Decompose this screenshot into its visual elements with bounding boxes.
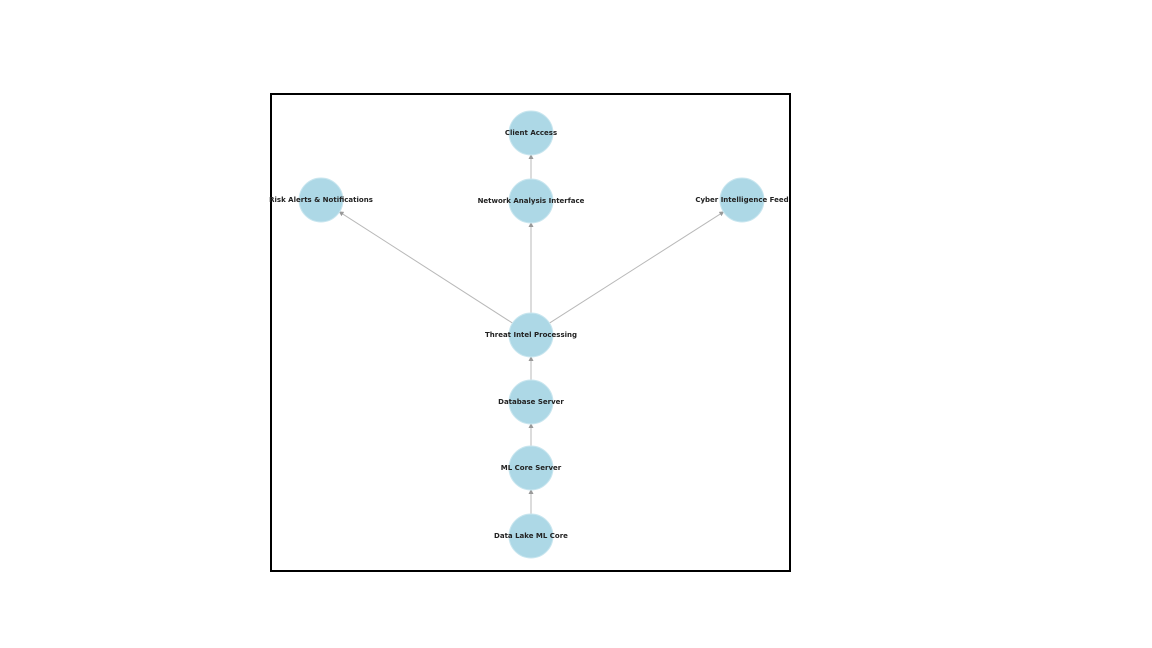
node-label: Risk Alerts & Notifications <box>269 196 373 204</box>
edges-layer <box>338 154 725 514</box>
node-circle[interactable] <box>508 513 554 559</box>
node-n7[interactable]: ML Core Server <box>501 445 562 491</box>
node-label: Cyber Intelligence Feed <box>695 196 788 204</box>
node-label: Data Lake ML Core <box>494 532 568 540</box>
node-circle[interactable] <box>508 445 554 491</box>
node-circle[interactable] <box>508 379 554 425</box>
node-n1[interactable]: Client Access <box>505 110 557 156</box>
node-circle[interactable] <box>298 177 344 223</box>
node-circle[interactable] <box>508 312 554 358</box>
node-label: Threat Intel Processing <box>485 331 577 339</box>
edge-n5-n3 <box>338 211 513 324</box>
node-label: Client Access <box>505 129 557 137</box>
node-label: Database Server <box>498 398 564 406</box>
node-circle[interactable] <box>508 110 554 156</box>
node-n2[interactable]: Network Analysis Interface <box>478 178 585 224</box>
node-label: ML Core Server <box>501 464 562 472</box>
edge-n5-n4 <box>549 211 725 324</box>
node-n6[interactable]: Database Server <box>498 379 564 425</box>
node-n3[interactable]: Risk Alerts & Notifications <box>269 177 373 223</box>
node-circle[interactable] <box>719 177 765 223</box>
node-n5[interactable]: Threat Intel Processing <box>485 312 577 358</box>
node-label: Network Analysis Interface <box>478 197 585 205</box>
node-circle[interactable] <box>508 178 554 224</box>
node-n8[interactable]: Data Lake ML Core <box>494 513 568 559</box>
node-n4[interactable]: Cyber Intelligence Feed <box>695 177 789 223</box>
